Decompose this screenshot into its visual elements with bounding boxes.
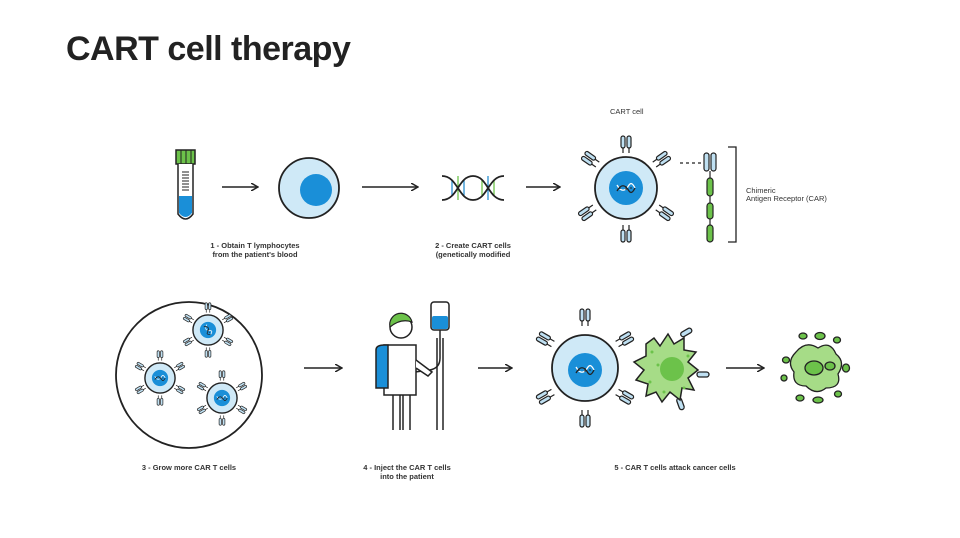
receptor-label-line1: Chimeric <box>746 186 776 195</box>
step-2-line1: 2 - Create CART cells <box>435 241 511 250</box>
dead-cancer-cell-icon <box>780 331 851 404</box>
step-1-caption: 1 - Obtain T lymphocytes from the patien… <box>190 241 320 259</box>
cart-cell-icon <box>535 308 635 428</box>
step-4-line1: 4 - Inject the CAR T cells <box>363 463 451 472</box>
step-3-line1: 3 - Grow more CAR T cells <box>141 463 237 472</box>
step-4-caption: 4 - Inject the CAR T cells into the pati… <box>344 463 470 481</box>
cancer-cell-icon <box>632 327 710 411</box>
step-4-line2: into the patient <box>380 472 434 481</box>
step-2-caption: 2 - Create CART cells (genetically modif… <box>410 241 536 259</box>
t-cell-icon <box>278 157 340 219</box>
cart-cell-icon <box>577 135 675 243</box>
step-1-line1: 1 - Obtain T lymphocytes <box>210 241 300 250</box>
blood-tube-icon <box>175 149 196 220</box>
step-2-line2: (genetically modified <box>435 250 511 259</box>
step-5-line1: 5 - CAR T cells attack cancer cells <box>614 463 736 472</box>
cell-culture-icon <box>115 301 263 449</box>
page-title: CART cell therapy <box>66 30 351 68</box>
dna-icon <box>441 175 505 201</box>
patient-iv-icon <box>375 301 450 430</box>
cart-cell-label: CART cell <box>610 107 644 116</box>
step-5-caption: 5 - CAR T cells attack cancer cells <box>600 463 750 472</box>
receptor-label-line2: Antigen Receptor (CAR) <box>746 194 827 203</box>
step-1-line2: from the patient's blood <box>212 250 298 259</box>
receptor-icon <box>680 146 737 243</box>
step-3-caption: 3 - Grow more CAR T cells <box>129 463 249 472</box>
